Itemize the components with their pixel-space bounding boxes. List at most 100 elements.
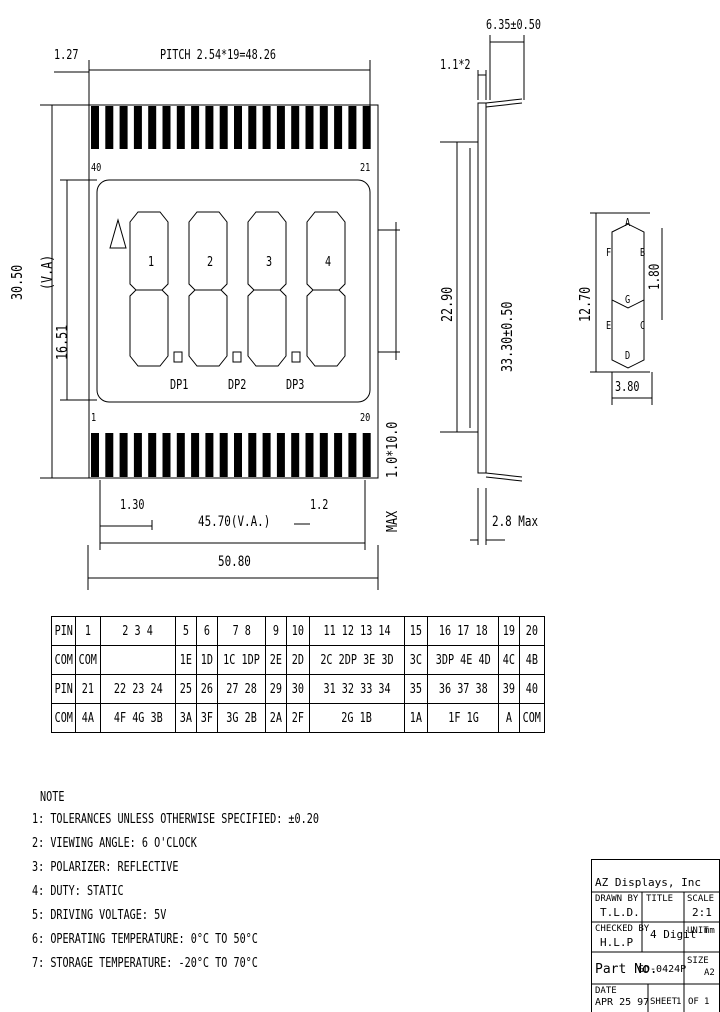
table-cell-text: 3DP 4E 4D <box>435 652 491 668</box>
label-dp1: DP1 <box>170 378 189 393</box>
digit-outline <box>306 211 346 367</box>
label-dp3: DP3 <box>286 378 305 393</box>
table-cell: 21 <box>75 674 101 704</box>
tb-size-label: SIZE <box>687 956 709 966</box>
note-5: 5: DRIVING VOLTAGE: 5V <box>32 908 167 923</box>
table-cell-text: 1 <box>85 623 92 639</box>
pin-lead <box>219 106 228 149</box>
table-cell: PIN <box>50 616 77 646</box>
dim-overall-width: 50.80 <box>218 554 251 570</box>
arrow-triangle-icon <box>109 218 127 249</box>
note-6: 6: OPERATING TEMPERATURE: 0°C TO 50°C <box>32 932 258 947</box>
table-cell: 2A <box>264 703 287 733</box>
table-cell: 4C <box>498 645 521 675</box>
label-pin-21: 21 <box>360 161 371 174</box>
pin-lead <box>119 433 128 477</box>
pin-lead <box>305 433 314 477</box>
tb-date: APR 25 97 <box>595 997 650 1008</box>
table-cell: 30 <box>285 674 310 704</box>
table-cell: 2 3 4 <box>99 616 176 646</box>
table-cell: 4B <box>519 645 545 675</box>
table-cell-text: 22 23 24 <box>113 681 163 697</box>
digit-detail <box>590 212 663 405</box>
table-cell: COM <box>50 645 77 675</box>
dim-digit-h: 12.70 <box>576 286 594 322</box>
table-cell: 36 37 38 <box>426 674 500 704</box>
table-cell-text: 2E <box>269 652 283 668</box>
table-cell-text: 20 <box>525 623 539 639</box>
label-pin-40: 40 <box>91 161 102 174</box>
table-cell: 31 32 33 34 <box>308 674 405 704</box>
table-cell-text: 36 37 38 <box>438 681 488 697</box>
dim-pitch: PITCH 2.54*19=48.26 <box>160 48 277 63</box>
label-pin-1: 1 <box>91 411 97 424</box>
table-cell-text: 16 17 18 <box>438 623 488 639</box>
pin-lead <box>133 433 142 477</box>
tb-scale-label: SCALE <box>687 894 715 904</box>
tb-unit-label: UNIT <box>687 926 709 936</box>
decimal-point <box>173 351 183 363</box>
dim-side-pin: 1.1*2 <box>440 58 471 73</box>
digit-label-1: 1 <box>148 255 155 270</box>
table-cell: 19 <box>498 616 521 646</box>
table-cell-text: 1C 1DP <box>223 652 260 668</box>
table-cell: 40 <box>519 674 545 704</box>
pin-lead <box>362 433 371 477</box>
pin-lead <box>276 106 285 149</box>
table-cell: 26 <box>195 674 218 704</box>
seg-label-e: E <box>606 319 612 332</box>
pin-lead <box>105 106 114 149</box>
dim-side-depth: 6.35±0.50 <box>486 18 541 33</box>
tb-title: 4 Digit <box>650 928 697 941</box>
table-cell-text: 39 <box>503 681 516 697</box>
seven-segment-digits <box>129 211 346 367</box>
tb-checked: H.L.P <box>600 936 634 949</box>
pin-lead <box>319 433 328 477</box>
tb-of: 1 <box>704 997 710 1007</box>
table-cell <box>99 645 176 675</box>
table-cell: 1F 1G <box>426 703 500 733</box>
table-cell-text: 7 8 <box>232 623 251 639</box>
table-cell-text: 10 <box>291 623 305 639</box>
table-cell-text: 1F 1G <box>447 710 479 726</box>
tb-part-no: GD-0424P <box>638 964 687 975</box>
tb-sheet: 1 <box>676 997 682 1007</box>
table-cell: 7 8 <box>216 616 266 646</box>
tb-drawn-label: DRAWN BY <box>595 894 639 904</box>
pin-lead <box>133 106 142 149</box>
table-cell: 15 <box>403 616 428 646</box>
table-cell-text: 15 <box>409 623 422 639</box>
pin-lead <box>91 106 99 149</box>
dim-va-height: (V.A) <box>38 254 56 290</box>
table-cell-text: 31 32 33 34 <box>323 681 391 697</box>
dim-side-total: 33.30±0.50 <box>498 301 516 372</box>
pin-lead <box>105 433 114 477</box>
pin-lead <box>262 433 271 477</box>
side-view-glass <box>477 102 487 474</box>
note-7: 7: STORAGE TEMPERATURE: -20°C TO 70°C <box>32 956 258 971</box>
table-cell: 2G 1B <box>308 703 405 733</box>
pin-lead <box>205 106 214 149</box>
table-cell-text: 35 <box>409 681 422 697</box>
pin-lead <box>148 106 157 149</box>
digit-outline <box>188 211 228 367</box>
dim-va-width: 45.70(V.A.) <box>198 514 271 530</box>
table-cell-text: 30 <box>291 681 305 697</box>
table-cell-text: 1E <box>179 652 193 668</box>
table-cell: 1A <box>403 703 428 733</box>
seg-label-f: F <box>606 246 612 259</box>
decimal-point <box>232 351 242 363</box>
pin-lead <box>291 433 300 477</box>
notes-title: NOTE <box>40 790 65 805</box>
table-cell: 2F <box>285 703 310 733</box>
dim-pin-length-max: MAX <box>383 510 401 532</box>
table-cell: COM <box>75 645 101 675</box>
table-cell-text: 25 <box>179 681 193 697</box>
pins-top <box>91 106 371 149</box>
pin-lead <box>176 433 185 477</box>
module-outline <box>88 104 379 479</box>
